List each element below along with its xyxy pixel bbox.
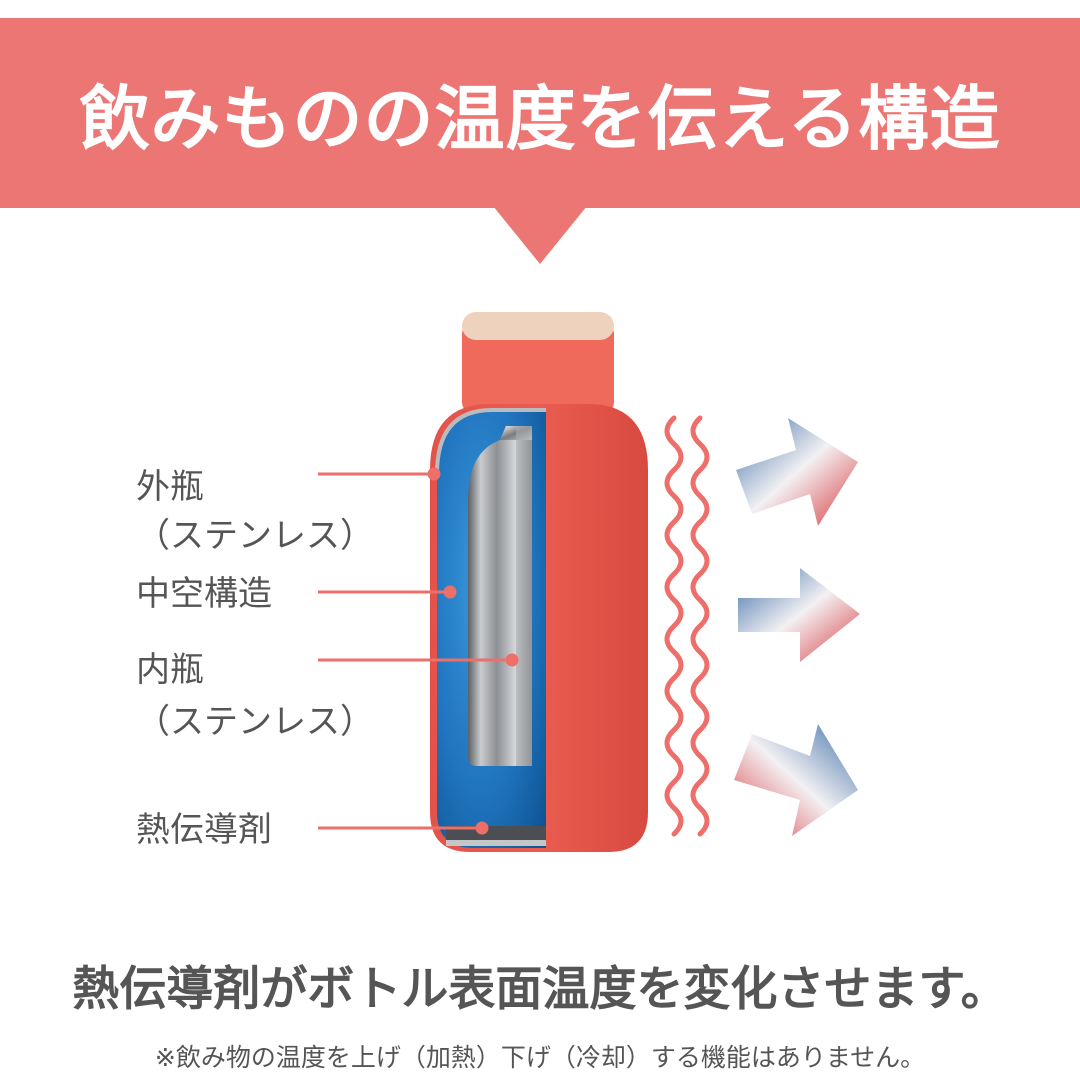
label-outer-bottle: 外瓶 xyxy=(136,467,204,507)
outer-steel-edge xyxy=(435,408,546,475)
bottle-cap xyxy=(462,312,614,414)
heat-transfer-arrow-icon xyxy=(734,724,858,836)
inner-bottle xyxy=(468,426,532,766)
label-inner-bottle: 内瓶 xyxy=(136,650,204,690)
label-thermal-paste: 熱伝導剤 xyxy=(136,810,272,850)
caption: 熱伝導剤がボトル表面温度を変化させます。 xyxy=(72,962,1008,1017)
label-outer-bottle-material: （ステンレス） xyxy=(136,516,374,556)
leader-lines xyxy=(318,467,519,835)
thermal-paste-layer xyxy=(446,826,546,844)
banner-title: 飲みものの温度を伝える構造 xyxy=(79,77,1001,160)
disclaimer-note: ※飲み物の温度を上げ（加熱）下げ（冷却）する機能はありません。 xyxy=(154,1043,926,1072)
heat-transfer-arrow-icon xyxy=(736,418,858,526)
banner-pointer xyxy=(493,206,587,264)
label-inner-bottle-material: （ステンレス） xyxy=(136,702,374,742)
title-banner xyxy=(0,18,1080,208)
heat-transfer-arrow-icon xyxy=(738,568,860,662)
label-hollow-structure: 中空構造 xyxy=(136,574,272,614)
heat-wave-icon xyxy=(664,415,710,837)
